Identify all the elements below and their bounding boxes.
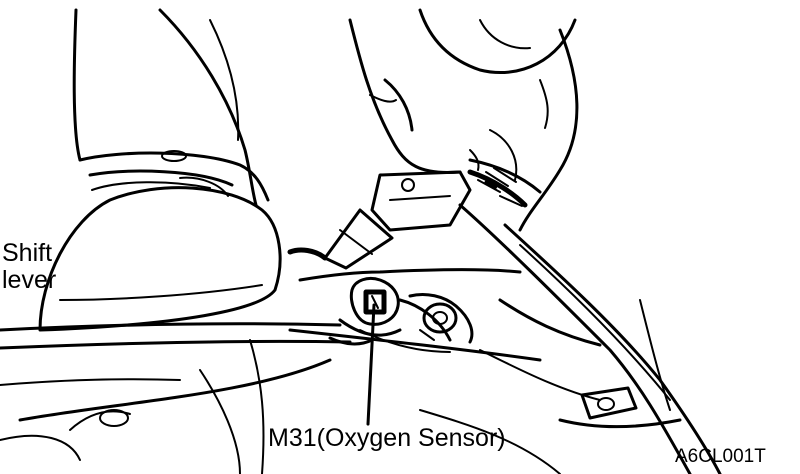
shift-lever-label-line2: lever [2,266,57,294]
sensor-connector [298,268,522,353]
figure-code-label: A6CL001T [675,446,766,467]
shift-lever-label: Shift lever [2,240,56,294]
wiring-harness [458,158,722,474]
shift-lever-label-line1: Shift [2,239,53,267]
connector-bracket [287,170,472,270]
floor-tunnel [288,298,682,474]
console-body [38,8,282,332]
floor-trim [0,322,352,474]
leader-line [366,303,376,426]
body-panel-upper [348,8,579,232]
oxygen-sensor-label: M31(Oxygen Sensor) [268,424,506,452]
